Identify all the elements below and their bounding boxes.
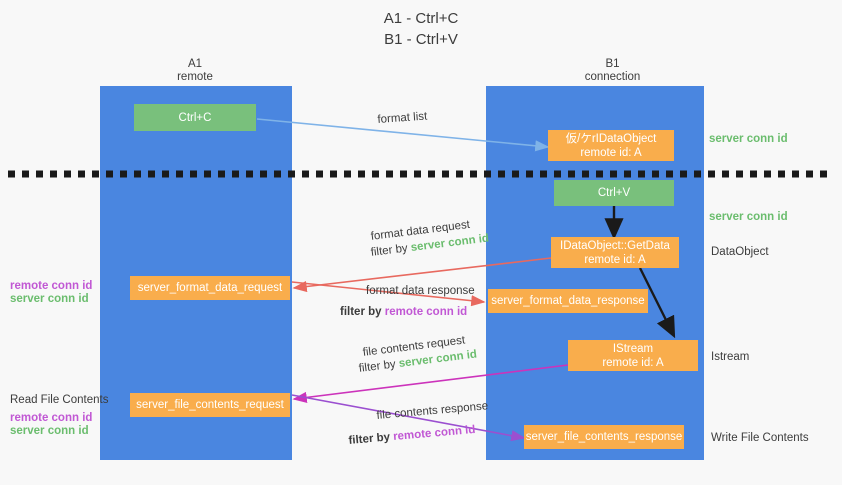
box-istream-sub: remote id: A — [602, 356, 664, 369]
box-server-file-contents-request-label: server_file_contents_request — [136, 399, 284, 411]
label-format-data-response: format data response — [366, 285, 475, 297]
arrow-format-list — [256, 118, 550, 152]
box-server-format-data-response[interactable]: server_format_data_response — [488, 289, 648, 313]
box-idataobject-create-sub: remote id: A — [580, 146, 642, 159]
column-header-a1-sub: remote — [177, 71, 213, 83]
column-header-b1-name: B1 — [605, 58, 620, 70]
annotation-remote-conn-id-middle: remote conn id — [10, 280, 93, 292]
box-server-file-contents-response-label: server_file_contents_response — [525, 431, 683, 443]
title-line-1: A1 - Ctrl+C — [383, 10, 459, 27]
column-header-a1-name: A1 — [187, 58, 203, 70]
box-istream-label: IStream — [612, 342, 654, 355]
arrow-file-contents-response — [291, 394, 526, 442]
annotation-write-file-contents: Write File Contents — [711, 432, 809, 444]
box-ctrl-v-label: Ctrl+V — [597, 187, 631, 199]
column-header-a1: A1 remote — [140, 58, 250, 84]
box-ctrl-c[interactable]: Ctrl+C — [134, 104, 256, 131]
box-idataobject-getdata-sub: remote id: A — [584, 253, 646, 266]
annotation-server-conn-id-top: server conn id — [709, 133, 788, 145]
arrow-format-data-response — [291, 281, 486, 307]
title-line-2: B1 - Ctrl+V — [384, 31, 458, 48]
arrow-file-contents-request — [292, 364, 569, 403]
box-idataobject-create-label: 仮/ケrIDataObject — [565, 132, 657, 145]
remote-conn-id-text-1: remote conn id — [384, 306, 468, 318]
annotation-read-file-contents: Read File Contents — [10, 394, 109, 406]
filter-by-text-2: filter by — [340, 306, 382, 318]
box-istream[interactable]: IStream remote id: A — [568, 340, 698, 371]
annotation-server-conn-id-middle: server conn id — [10, 293, 89, 305]
box-idataobject-create[interactable]: 仮/ケrIDataObject remote id: A — [548, 130, 674, 161]
annotation-server-conn-id-bottom: server conn id — [10, 425, 89, 437]
box-server-format-data-response-label: server_format_data_response — [491, 295, 645, 307]
box-server-format-data-request-label: server_format_data_request — [137, 282, 283, 294]
label-format-data-response-filter: filter by remote conn id — [340, 305, 467, 319]
column-header-b1-sub: connection — [584, 71, 641, 83]
diagram-title: A1 - Ctrl+C B1 - Ctrl+V — [0, 8, 842, 50]
annotation-server-conn-id-second: server conn id — [709, 211, 788, 223]
box-server-file-contents-response[interactable]: server_file_contents_response — [524, 425, 684, 449]
column-header-b1: B1 connection — [555, 58, 670, 84]
arrow-getdata-to-istream — [638, 267, 676, 339]
box-ctrl-c-label: Ctrl+C — [178, 111, 212, 124]
filter-by-text-4: filter by — [348, 431, 391, 447]
box-idataobject-getdata-label: IDataObject::GetData — [560, 239, 670, 252]
annotation-remote-conn-id-bottom: remote conn id — [10, 412, 93, 424]
box-server-format-data-request[interactable]: server_format_data_request — [130, 276, 290, 300]
annotation-istream: Istream — [711, 351, 750, 363]
box-ctrl-v[interactable]: Ctrl+V — [554, 180, 674, 206]
annotation-dataobject: DataObject — [711, 246, 769, 258]
box-idataobject-getdata[interactable]: IDataObject::GetData remote id: A — [551, 237, 679, 268]
box-server-file-contents-request[interactable]: server_file_contents_request — [130, 393, 290, 417]
arrow-format-data-request — [292, 257, 552, 293]
